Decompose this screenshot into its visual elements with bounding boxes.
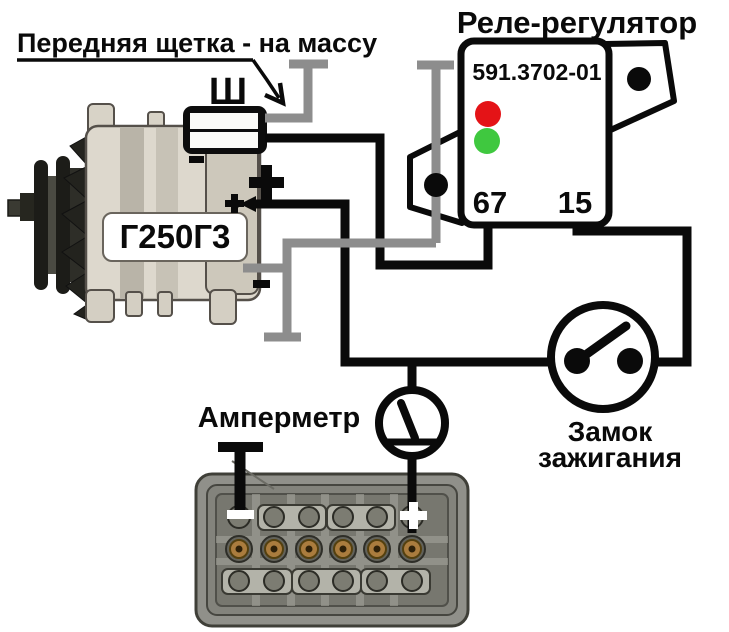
ignition-contact-right bbox=[617, 348, 643, 374]
alternator-plus-sign bbox=[249, 165, 284, 200]
wire-alternator-minus-to-ground bbox=[243, 238, 436, 342]
alternator-model-plate bbox=[102, 212, 248, 262]
plus-wire-arrowhead bbox=[240, 196, 256, 212]
alternator-model-label: Г250Г3 bbox=[120, 218, 231, 255]
brush-block-minus-sign bbox=[189, 156, 204, 163]
ignition-label-line2: зажигания bbox=[538, 442, 682, 473]
ignition-switch bbox=[547, 301, 659, 413]
battery bbox=[194, 460, 470, 628]
brush-note-arrowhead bbox=[264, 82, 286, 107]
relay-case bbox=[457, 37, 613, 229]
battery-plus-sign bbox=[400, 502, 427, 529]
relay-terminal-67-label: 67 bbox=[473, 185, 507, 220]
battery-bottom-straps bbox=[221, 568, 431, 595]
ignition-contact-left bbox=[564, 348, 590, 374]
alternator-shaft-bolt bbox=[7, 199, 23, 217]
ammeter-label: Амперметр bbox=[198, 402, 361, 434]
alternator-bottom-lug-2 bbox=[209, 289, 237, 325]
alternator-shaft bbox=[20, 193, 36, 221]
relay-red-led bbox=[475, 101, 501, 127]
brush-connector-block bbox=[183, 106, 267, 154]
alternator-bottom-foot bbox=[125, 291, 143, 317]
relay-title: Реле-регулятор bbox=[457, 5, 697, 40]
alternator-fan bbox=[61, 135, 89, 321]
ammeter-needle bbox=[397, 399, 419, 442]
wire-plus-to-ignition bbox=[250, 199, 553, 367]
battery-terminal-marks bbox=[227, 502, 427, 529]
wire-front-brush-to-ground bbox=[265, 59, 328, 123]
wire-brush-to-terminal67 bbox=[265, 133, 493, 270]
relay-green-led bbox=[474, 128, 500, 154]
ignition-label-line1: Замок bbox=[568, 416, 654, 447]
brush-connector-slot-top bbox=[190, 113, 258, 129]
relay-left-ear-bolt bbox=[424, 173, 448, 197]
relay-right-ear-bolt bbox=[627, 67, 651, 91]
relay-model-label: 591.3702-01 bbox=[472, 59, 601, 85]
alternator-minus-sign bbox=[253, 280, 270, 288]
ignition-switch-body bbox=[547, 301, 659, 413]
battery-filler-caps bbox=[225, 535, 426, 563]
polarity-marks bbox=[189, 156, 284, 288]
brush-connector-slot-bottom bbox=[190, 132, 258, 148]
wire-relay-case-to-ground bbox=[417, 60, 454, 243]
wire-terminal15-to-ignition bbox=[572, 225, 692, 367]
ammeter bbox=[375, 386, 449, 460]
ground-wires bbox=[243, 59, 454, 342]
brush-note-arrow-shaft bbox=[251, 58, 281, 99]
brush-terminal-label: Ш bbox=[209, 71, 247, 113]
brush-note-label: Передняя щетка - на массу bbox=[17, 28, 377, 58]
alternator: Г250Г3 bbox=[7, 103, 267, 325]
battery-minus-sign bbox=[227, 510, 254, 519]
alternator-bottom-foot-2 bbox=[157, 291, 173, 317]
relay-terminal-15-label: 15 bbox=[558, 185, 592, 220]
alternator-plus-terminal-sign bbox=[225, 194, 244, 213]
alternator-bottom-lug bbox=[85, 289, 115, 323]
battery-cell-grid bbox=[216, 494, 448, 606]
